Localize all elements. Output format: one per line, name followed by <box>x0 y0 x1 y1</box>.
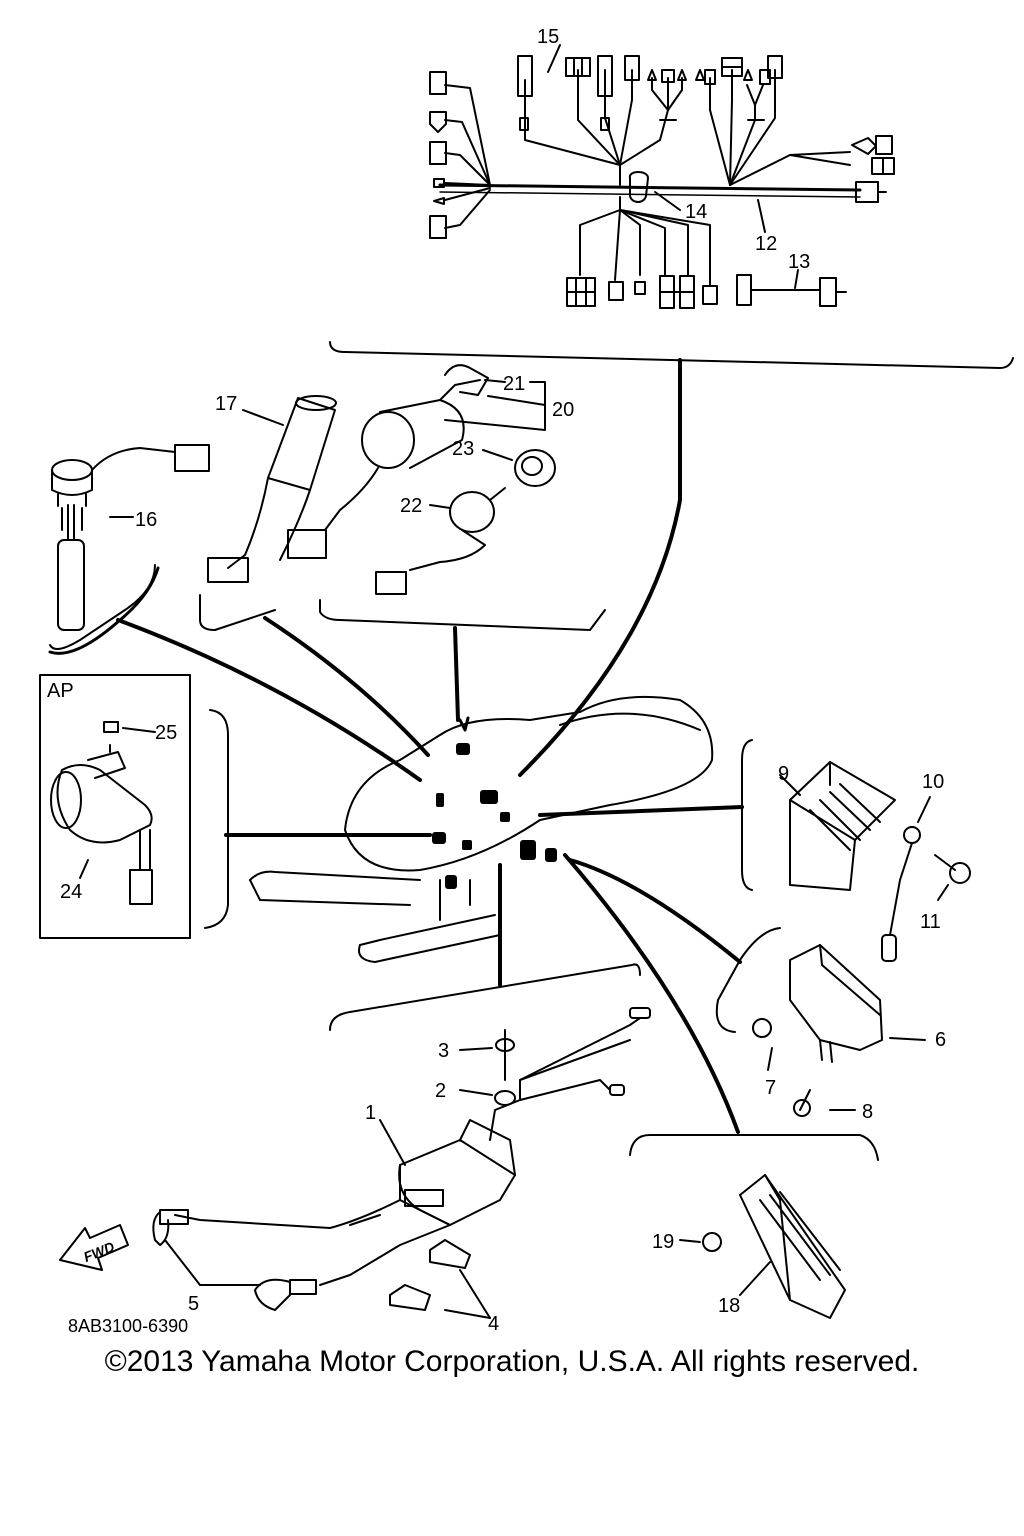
callout-labels: 15 14 12 13 17 21 20 23 22 16 AP 25 24 9… <box>47 26 946 1336</box>
callout-25: 25 <box>155 722 177 744</box>
callout-6: 6 <box>935 1029 946 1051</box>
callout-7: 7 <box>765 1077 776 1099</box>
callout-13: 13 <box>788 251 810 273</box>
part-6-cdi-unit <box>568 858 926 1117</box>
callout-15: 15 <box>537 26 559 48</box>
callout-20: 20 <box>552 399 574 421</box>
callout-21: 21 <box>503 373 525 395</box>
callout-4: 4 <box>488 1313 499 1335</box>
part-16-sensor <box>48 444 210 655</box>
part-18-regulator <box>563 853 879 1319</box>
wire-harness <box>329 44 1014 777</box>
part-9-rectifier <box>538 739 971 962</box>
callout-1: 1 <box>365 1102 376 1124</box>
callout-2: 2 <box>435 1080 446 1102</box>
callout-8: 8 <box>862 1101 873 1123</box>
callout-5: 5 <box>188 1293 199 1315</box>
part-17-condenser <box>199 395 337 631</box>
diagram-code: 8AB3100-6390 <box>68 1316 188 1336</box>
callout-10: 10 <box>922 771 944 793</box>
part-20-main-switch <box>287 364 606 732</box>
snowmobile-body <box>249 695 714 963</box>
callout-18: 18 <box>718 1295 740 1317</box>
callout-19: 19 <box>652 1231 674 1253</box>
inset-ap <box>39 674 432 939</box>
inset-ap-label: AP <box>47 680 74 702</box>
callout-11: 11 <box>920 911 941 933</box>
callout-22: 22 <box>400 495 422 517</box>
part-1-ignition-coil <box>59 863 651 1319</box>
callout-9: 9 <box>778 763 789 785</box>
callout-14: 14 <box>685 201 707 223</box>
callout-16: 16 <box>135 509 157 531</box>
callout-24: 24 <box>60 881 82 903</box>
callout-12: 12 <box>755 233 777 255</box>
copyright-notice: ©2013 Yamaha Motor Corporation, U.S.A. A… <box>104 1345 920 1378</box>
callout-17: 17 <box>215 393 237 415</box>
callout-3: 3 <box>438 1040 449 1062</box>
callout-23: 23 <box>452 438 474 460</box>
